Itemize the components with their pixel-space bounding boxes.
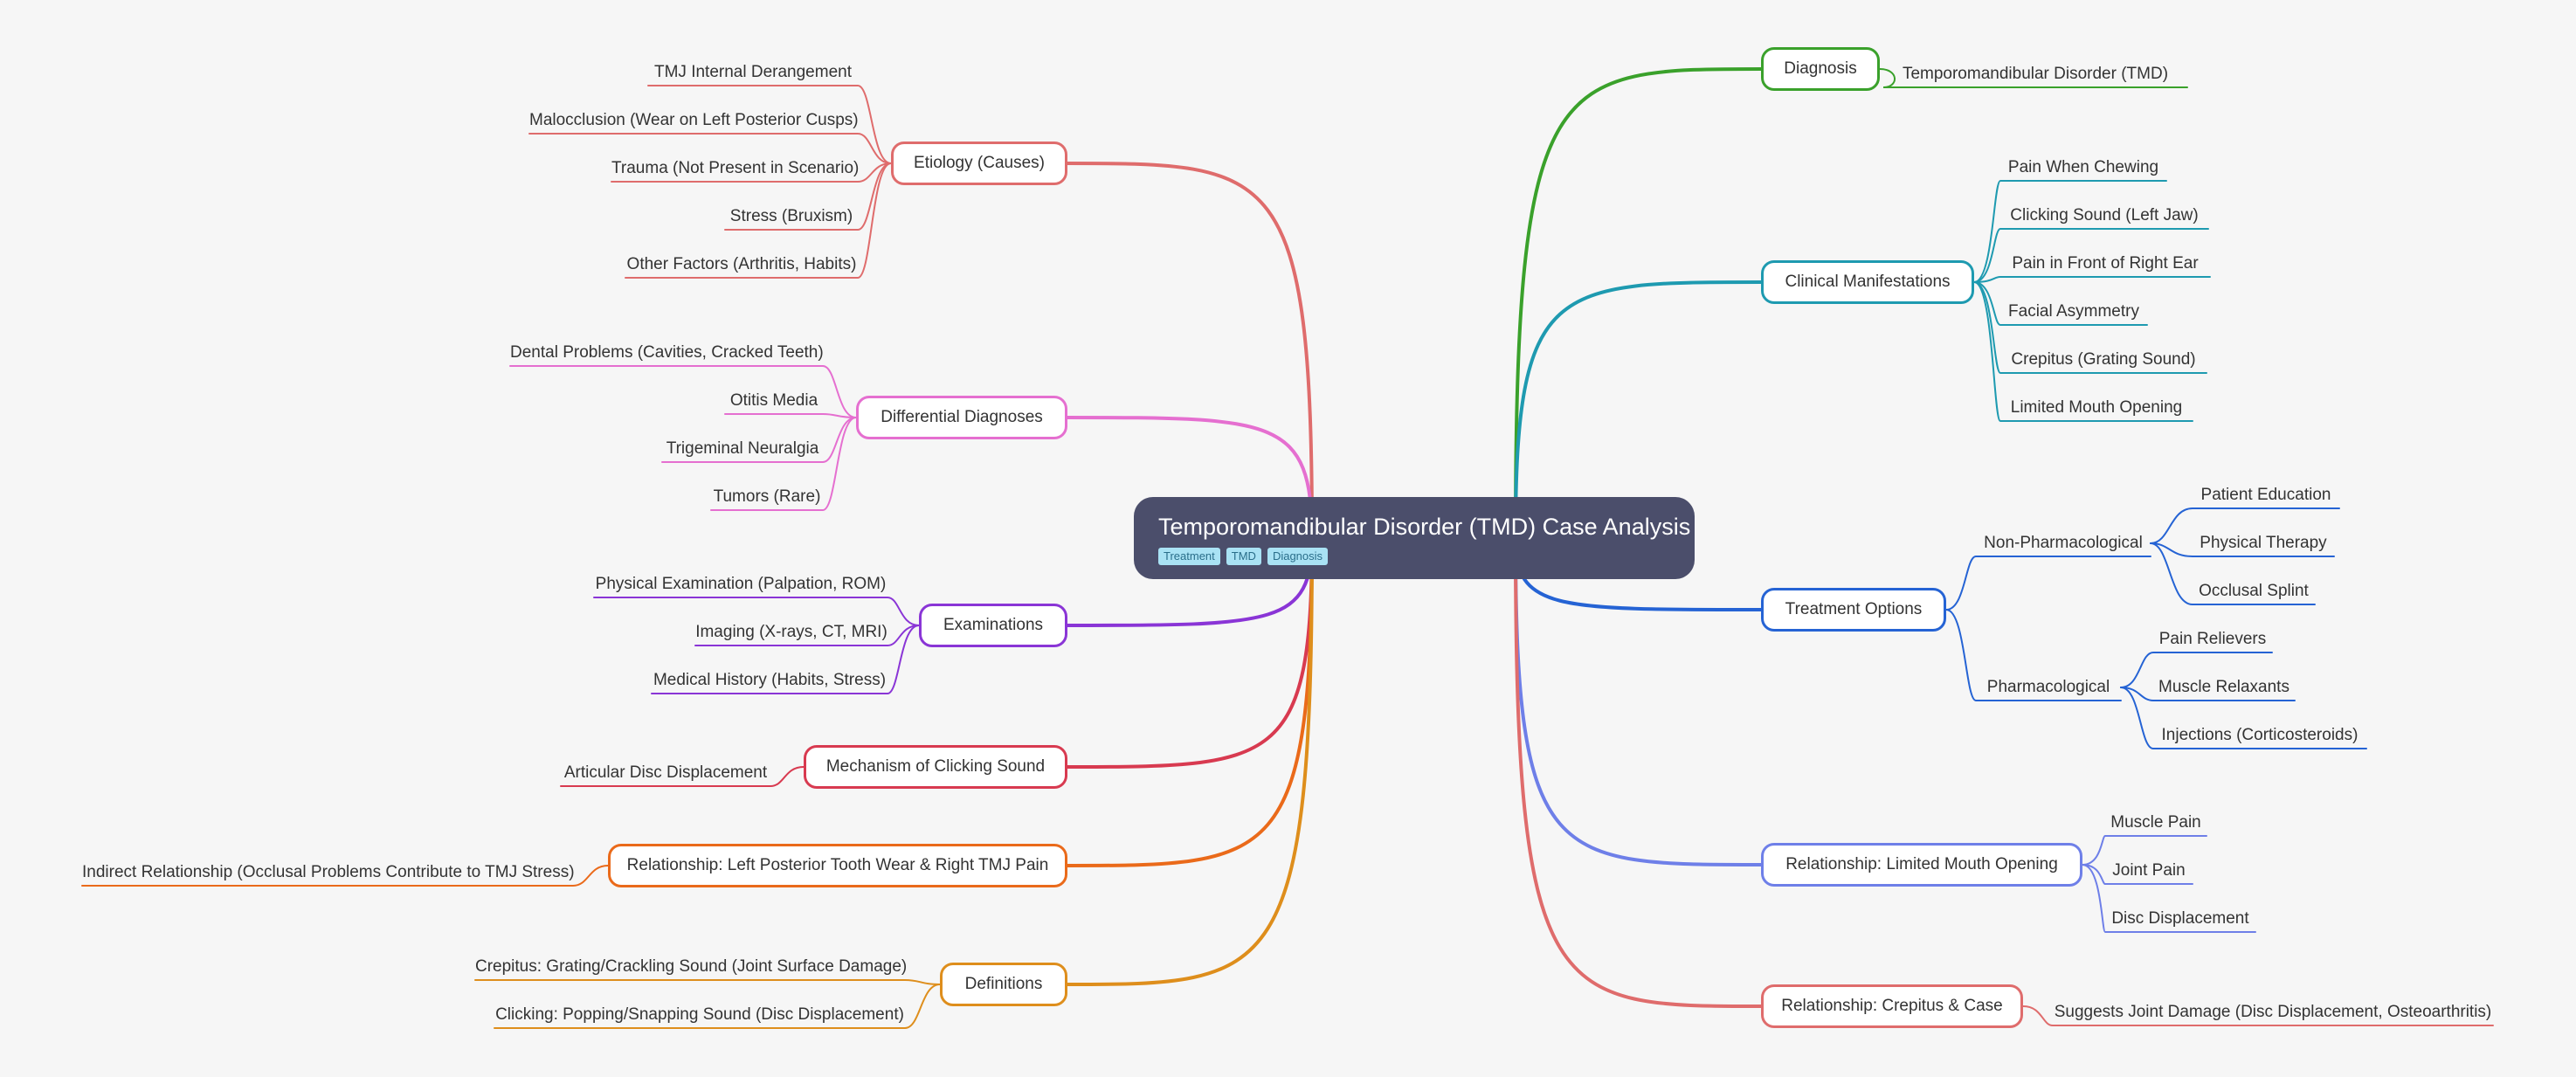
child-connector <box>1945 556 2151 611</box>
tag-label[interactable]: Diagnosis <box>1267 547 1329 565</box>
root-topic[interactable]: Temporomandibular Disorder (TMD) Case An… <box>1134 497 1695 579</box>
child-connector <box>2082 864 2193 885</box>
child-connector <box>1973 180 2167 283</box>
leaf-topic[interactable]: Suggests Joint Damage (Disc Displacement… <box>2054 1003 2492 1021</box>
leaf-topic[interactable]: Occlusal Splint <box>2199 582 2309 600</box>
child-connector <box>81 865 609 887</box>
child-connector <box>528 133 892 164</box>
child-connector <box>625 162 892 279</box>
leaf-topic[interactable]: Crepitus (Grating Sound) <box>2011 350 2196 369</box>
leaf-topic[interactable]: Injections (Corticosteroids) <box>2161 726 2358 744</box>
branch-connector <box>1514 536 1763 866</box>
child-connector <box>509 365 857 418</box>
leaf-topic[interactable]: Joint Pain <box>2112 861 2186 880</box>
child-connector <box>2022 1005 2494 1026</box>
child-connector <box>2120 687 2296 701</box>
leaf-topic[interactable]: Pain Relievers <box>2158 630 2267 648</box>
leaf-topic[interactable]: Otitis Media <box>729 391 818 410</box>
leaf-topic[interactable]: Trigeminal Neuralgia <box>666 439 819 458</box>
branch-definitions[interactable]: Definitions <box>940 963 1067 1006</box>
root-topic-title: Temporomandibular Disorder (TMD) Case An… <box>1158 513 1691 540</box>
child-connector <box>560 766 805 787</box>
leaf-topic[interactable]: Other Factors (Arthritis, Habits) <box>626 255 857 273</box>
branch-differential-diagnoses[interactable]: Differential Diagnoses <box>856 396 1067 439</box>
child-connector <box>1945 609 2122 701</box>
leaf-topic[interactable]: TMJ Internal Derangement <box>654 63 852 81</box>
branch-connector <box>1066 536 1314 986</box>
child-connector <box>2082 864 2256 933</box>
branch-diagnosis[interactable]: Diagnosis <box>1761 47 1880 91</box>
branch-connector <box>1514 280 1763 540</box>
branch-mechanism-of-clicking-sound[interactable]: Mechanism of Clicking Sound <box>804 745 1067 789</box>
child-connector <box>651 625 920 694</box>
leaf-topic[interactable]: Muscle Relaxants <box>2158 678 2289 696</box>
leaf-topic[interactable]: Imaging (X-rays, CT, MRI) <box>695 623 887 641</box>
branch-crepitus-and-case[interactable]: Relationship: Crepitus & Case <box>1761 984 2023 1028</box>
branch-treatment-options[interactable]: Treatment Options <box>1761 588 1946 632</box>
child-connector <box>593 597 920 626</box>
child-connector <box>724 413 857 418</box>
branch-etiology[interactable]: Etiology (Causes) <box>891 142 1067 185</box>
child-connector <box>2120 652 2273 688</box>
child-connector <box>1973 228 2209 283</box>
leaf-topic[interactable]: Crepitus: Grating/Crackling Sound (Joint… <box>475 957 908 976</box>
leaf-topic[interactable]: Facial Asymmetry <box>2008 302 2139 321</box>
child-connector <box>611 162 892 183</box>
leaf-topic[interactable]: Tumors (Rare) <box>713 487 821 506</box>
leaf-topic[interactable]: Physical Therapy <box>2200 534 2327 552</box>
leaf-topic[interactable]: Pain When Chewing <box>2007 158 2159 176</box>
leaf-topic[interactable]: Clicking: Popping/Snapping Sound (Disc D… <box>495 1005 904 1024</box>
child-connector <box>661 417 857 463</box>
branch-connector <box>1066 416 1314 540</box>
child-connector <box>1973 281 2148 326</box>
leaf-topic[interactable]: Limited Mouth Opening <box>2010 398 2183 417</box>
leaf-topic[interactable]: Indirect Relationship (Occlusal Problems… <box>82 863 575 881</box>
leaf-topic[interactable]: Stress (Bruxism) <box>729 207 853 225</box>
leaf-topic[interactable]: Clicking Sound (Left Jaw) <box>2010 206 2199 224</box>
child-connector <box>694 625 920 646</box>
leaf-topic[interactable]: Articular Disc Displacement <box>563 763 768 782</box>
child-connector <box>2082 835 2207 866</box>
child-connector <box>1973 276 2211 283</box>
child-connector <box>647 85 892 164</box>
leaf-topic[interactable]: Patient Education <box>2200 486 2331 504</box>
child-connector <box>494 984 941 1029</box>
leaf-topic[interactable]: Muscle Pain <box>2110 813 2201 832</box>
child-connector <box>1973 281 2193 422</box>
leaf-topic[interactable]: Disc Displacement <box>2111 909 2249 928</box>
leaf-topic[interactable]: Trauma (Not Present in Scenario) <box>611 159 860 177</box>
branch-examinations[interactable]: Examinations <box>919 604 1067 647</box>
child-connector <box>474 979 941 985</box>
child-connector <box>710 417 857 511</box>
child-connector <box>2150 542 2316 605</box>
leaf-topic[interactable]: Malocclusion (Wear on Left Posterior Cus… <box>529 111 859 129</box>
branch-connector <box>1066 536 1314 867</box>
leaf-topic[interactable]: Pain in Front of Right Ear <box>2012 254 2199 273</box>
branch-tooth-wear-and-tmj-pain[interactable]: Relationship: Left Posterior Tooth Wear … <box>608 844 1067 887</box>
branch-clinical-manifestations[interactable]: Clinical Manifestations <box>1761 260 1974 304</box>
leaf-topic[interactable]: Dental Problems (Cavities, Cracked Teeth… <box>510 343 824 362</box>
leaf-topic[interactable]: Medical History (Habits, Stress) <box>653 671 887 689</box>
root-tags: Treatment TMD Diagnosis <box>1158 547 1670 565</box>
branch-connector <box>1066 162 1314 540</box>
child-connector <box>724 162 892 231</box>
child-connector <box>1879 68 2188 88</box>
child-connector <box>2150 507 2340 544</box>
sub-branch-pharmacological[interactable]: Pharmacological <box>1986 678 2110 696</box>
child-connector <box>2120 687 2367 749</box>
child-connector <box>2150 542 2335 557</box>
leaf-topic[interactable]: Physical Examination (Palpation, ROM) <box>595 575 887 593</box>
leaf-topic[interactable]: Temporomandibular Disorder (TMD) <box>1902 65 2169 83</box>
branch-limited-mouth-opening[interactable]: Relationship: Limited Mouth Opening <box>1761 843 2082 887</box>
branch-connector <box>1514 536 1763 1008</box>
tag-label[interactable]: Treatment <box>1158 547 1220 565</box>
tag-label[interactable]: TMD <box>1226 547 1261 565</box>
sub-branch-non-pharmacological[interactable]: Non-Pharmacological <box>1984 534 2143 552</box>
branch-connector <box>1514 67 1763 540</box>
